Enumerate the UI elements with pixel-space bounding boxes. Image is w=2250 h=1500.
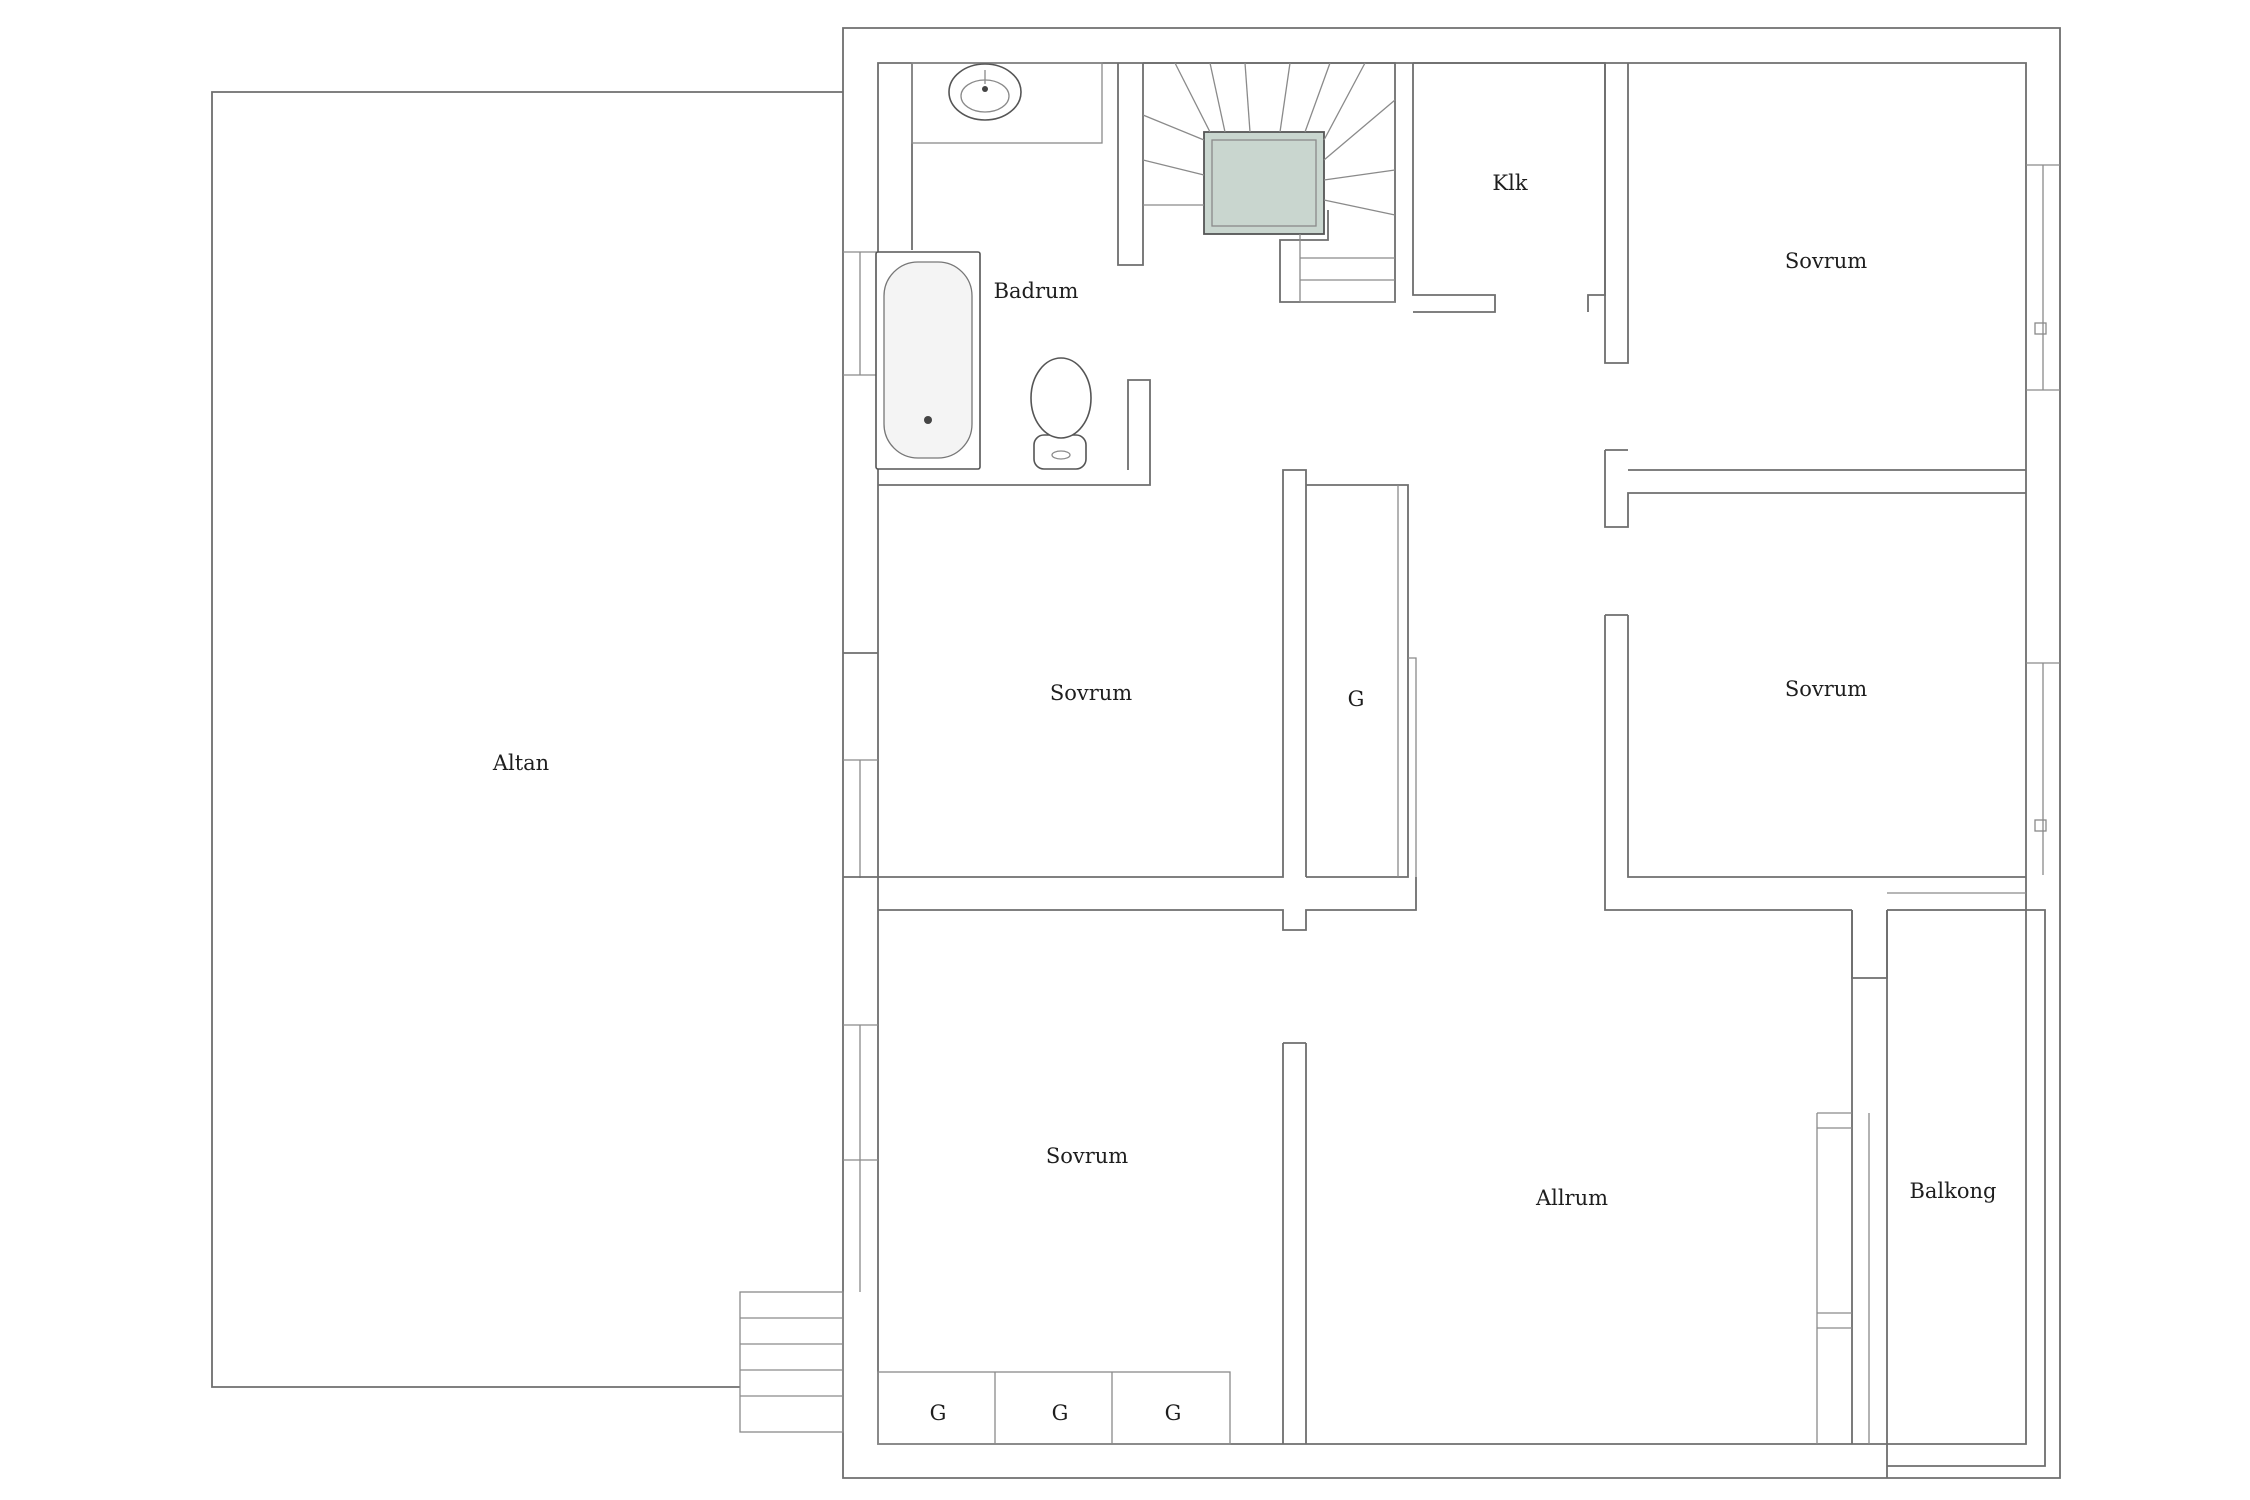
corridor-walls bbox=[843, 876, 1888, 979]
bedroom-bottom-left bbox=[1282, 1042, 1307, 1444]
bathtub-icon bbox=[875, 251, 981, 470]
exterior-walls bbox=[842, 27, 2061, 1479]
label-closet-bottom-3: G bbox=[1165, 1401, 1182, 1425]
bedroom-middle-right bbox=[1604, 614, 2026, 911]
label-klk: Klk bbox=[1492, 171, 1527, 195]
label-balkong: Balkong bbox=[1909, 1179, 1996, 1203]
balcony bbox=[1816, 909, 2046, 1478]
sink-icon bbox=[948, 63, 1022, 121]
label-sovrum-bottom-left: Sovrum bbox=[1046, 1144, 1128, 1168]
staircase bbox=[1142, 62, 1396, 303]
toilet-icon bbox=[1030, 357, 1092, 470]
kitchenette bbox=[1412, 62, 1629, 364]
room-labels: Altan Badrum Klk Sovrum Sovrum G Sovrum … bbox=[492, 171, 1997, 1425]
label-altan: Altan bbox=[492, 751, 549, 775]
label-sovrum-top-right: Sovrum bbox=[1785, 249, 1867, 273]
terrace bbox=[211, 91, 843, 1388]
closet-middle bbox=[1306, 484, 1417, 878]
closets-bottom bbox=[877, 1371, 1231, 1445]
bedroom-middle-left bbox=[843, 469, 1307, 878]
bathroom bbox=[875, 62, 1151, 486]
label-closet-middle: G bbox=[1348, 687, 1365, 711]
label-sovrum-middle-left: Sovrum bbox=[1050, 681, 1132, 705]
label-closet-bottom-2: G bbox=[1052, 1401, 1069, 1425]
bedroom-top-right bbox=[1604, 449, 2026, 528]
terrace-steps bbox=[739, 1291, 844, 1433]
label-allrum: Allrum bbox=[1535, 1186, 1608, 1210]
label-badrum: Badrum bbox=[994, 279, 1079, 303]
label-sovrum-middle-right: Sovrum bbox=[1785, 677, 1867, 701]
windows bbox=[843, 164, 2060, 1292]
label-closet-bottom-1: G bbox=[930, 1401, 947, 1425]
